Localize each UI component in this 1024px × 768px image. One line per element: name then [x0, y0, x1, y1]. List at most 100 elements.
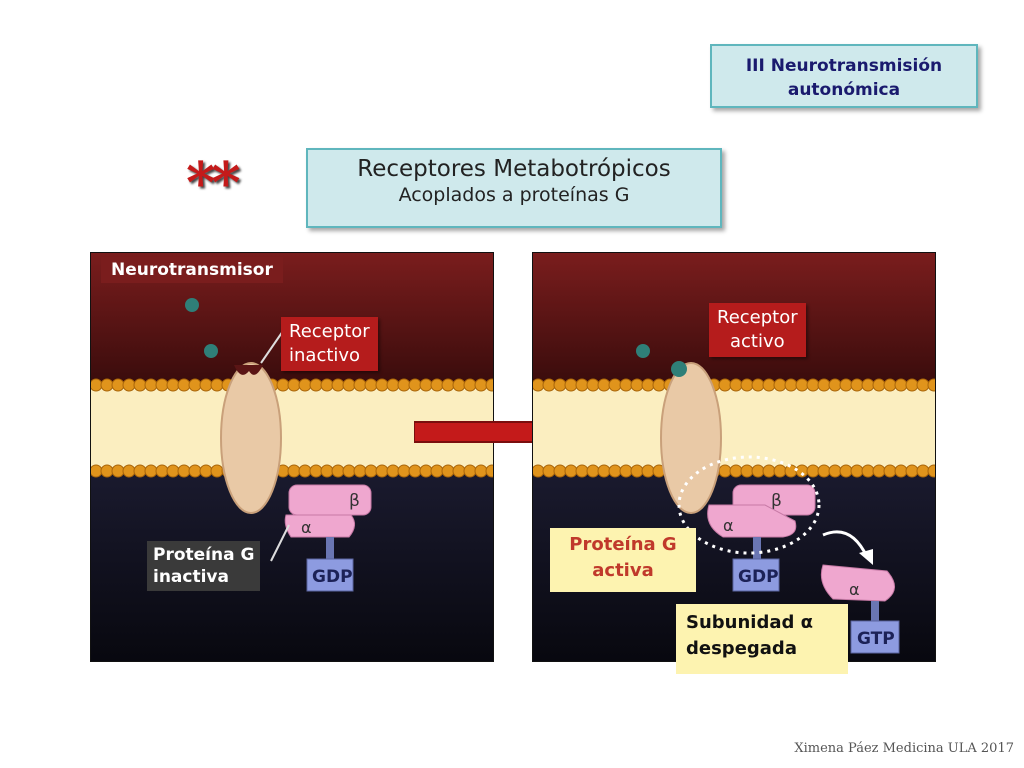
gdp-box [306, 558, 354, 592]
main-title-box: Receptores Metabotrópicos Acoplados a pr… [306, 148, 722, 228]
beta-label: β [349, 491, 360, 511]
lipid-head [144, 464, 158, 478]
lipid-head [586, 378, 600, 392]
lipid-head [608, 378, 622, 392]
gdp-stalk [326, 537, 334, 559]
lipid-head [91, 378, 103, 392]
lipid-head [773, 378, 787, 392]
lipid-head [100, 464, 114, 478]
neurotransmitter-molecule [204, 344, 218, 358]
lipid-head [894, 378, 908, 392]
lipid-head [817, 464, 831, 478]
receptor-inactive-label-line2: inactivo [289, 345, 361, 366]
lipid-head [883, 378, 897, 392]
lipid-head [353, 378, 367, 392]
lipid-head [199, 378, 213, 392]
subunit-detached-label-line2: despegada [686, 638, 797, 659]
lipid-head [542, 464, 556, 478]
lipid-head [463, 378, 477, 392]
receptor-inactive-label: Receptor inactivo [281, 317, 378, 371]
lipid-head [597, 378, 611, 392]
section-title-line2: autonómica [787, 80, 901, 100]
alpha-subunit [707, 504, 797, 538]
detached-alpha-subunit [820, 564, 895, 602]
lipid-head [133, 378, 147, 392]
lipid-head [309, 464, 323, 478]
lipid-head [894, 464, 908, 478]
lipid-head [762, 378, 776, 392]
section-title-line1: III Neurotransmisión [745, 56, 943, 76]
lipid-head [463, 464, 477, 478]
neurotransmitter-label: Neurotransmisor [101, 257, 283, 283]
lipid-head [485, 464, 493, 478]
pointer-line [270, 524, 290, 562]
receptor-active-label: Receptor activo [709, 303, 806, 357]
lipid-head [408, 464, 422, 478]
gprotein-active-label: Proteína G activa [550, 528, 696, 592]
neurotransmitter-molecule [636, 344, 650, 358]
lipid-head [474, 378, 488, 392]
footer-credit: Ximena Páez Medicina ULA 2017 [794, 741, 1014, 756]
lipid-head [331, 378, 345, 392]
receptor-inactive [220, 362, 282, 514]
lipid-head [155, 378, 169, 392]
lipid-head [575, 378, 589, 392]
gprotein-inactive-label: Proteína G inactiva [147, 541, 261, 591]
lipid-head [111, 378, 125, 392]
lipid-head [641, 378, 655, 392]
gdp-box [732, 558, 780, 592]
lipid-head [452, 378, 466, 392]
gtp-label: GTP [857, 629, 895, 649]
gprotein-inactive-label-line1: Proteína G [153, 545, 255, 565]
main-subtitle: Acoplados a proteínas G [398, 184, 630, 206]
lipid-head [485, 378, 493, 392]
receptor-active [660, 362, 722, 514]
lipid-head [784, 464, 798, 478]
lipid-head [608, 464, 622, 478]
lipid-head [188, 464, 202, 478]
lipid-head [386, 378, 400, 392]
lipid-head [419, 378, 433, 392]
panel-inactive: β α GDP Neurotransmisor Receptor inactiv… [90, 252, 494, 662]
lipid-head [883, 464, 897, 478]
section-title-box: III Neurotransmisión autonómica [710, 44, 978, 108]
lipid-head [861, 378, 875, 392]
lipid-head [916, 378, 930, 392]
lipid-head [533, 378, 545, 392]
receptor-binding-site [234, 365, 263, 375]
lipid-head [298, 378, 312, 392]
bound-neurotransmitter [671, 361, 687, 377]
lipid-head [905, 464, 919, 478]
gtp-stalk [871, 601, 879, 621]
lipid-head [718, 378, 732, 392]
lipid-head [542, 378, 556, 392]
lipid-head [364, 464, 378, 478]
subunit-detached-label-line1: Subunidad α [686, 612, 814, 633]
lipid-head [872, 378, 886, 392]
lipid-head [276, 378, 290, 392]
main-title: Receptores Metabotrópicos [357, 156, 671, 182]
lipid-head [619, 464, 633, 478]
asterisks-mark: ** [186, 150, 241, 216]
lipid-head [375, 464, 389, 478]
lipid-head [342, 378, 356, 392]
lipid-head [122, 464, 136, 478]
lipid-head [199, 464, 213, 478]
lipid-head [839, 464, 853, 478]
lipid-head [652, 378, 666, 392]
lipid-head [210, 464, 224, 478]
gdp-label: GDP [312, 567, 353, 587]
lipid-head [309, 378, 323, 392]
membrane-diagram-active: β α GDP α GTP [533, 253, 935, 661]
lipid-head [817, 378, 831, 392]
lipid-head [905, 378, 919, 392]
membrane-diagram-inactive: β α GDP [91, 253, 493, 661]
lipid-head [630, 378, 644, 392]
lipid-head [430, 464, 444, 478]
lipid-head [729, 464, 743, 478]
gprotein-inactive-label-line2: inactiva [153, 567, 229, 587]
lipid-head [177, 464, 191, 478]
gprotein-active-label-line2: activa [592, 560, 654, 581]
lipid-head [773, 464, 787, 478]
lipid-head [784, 378, 798, 392]
